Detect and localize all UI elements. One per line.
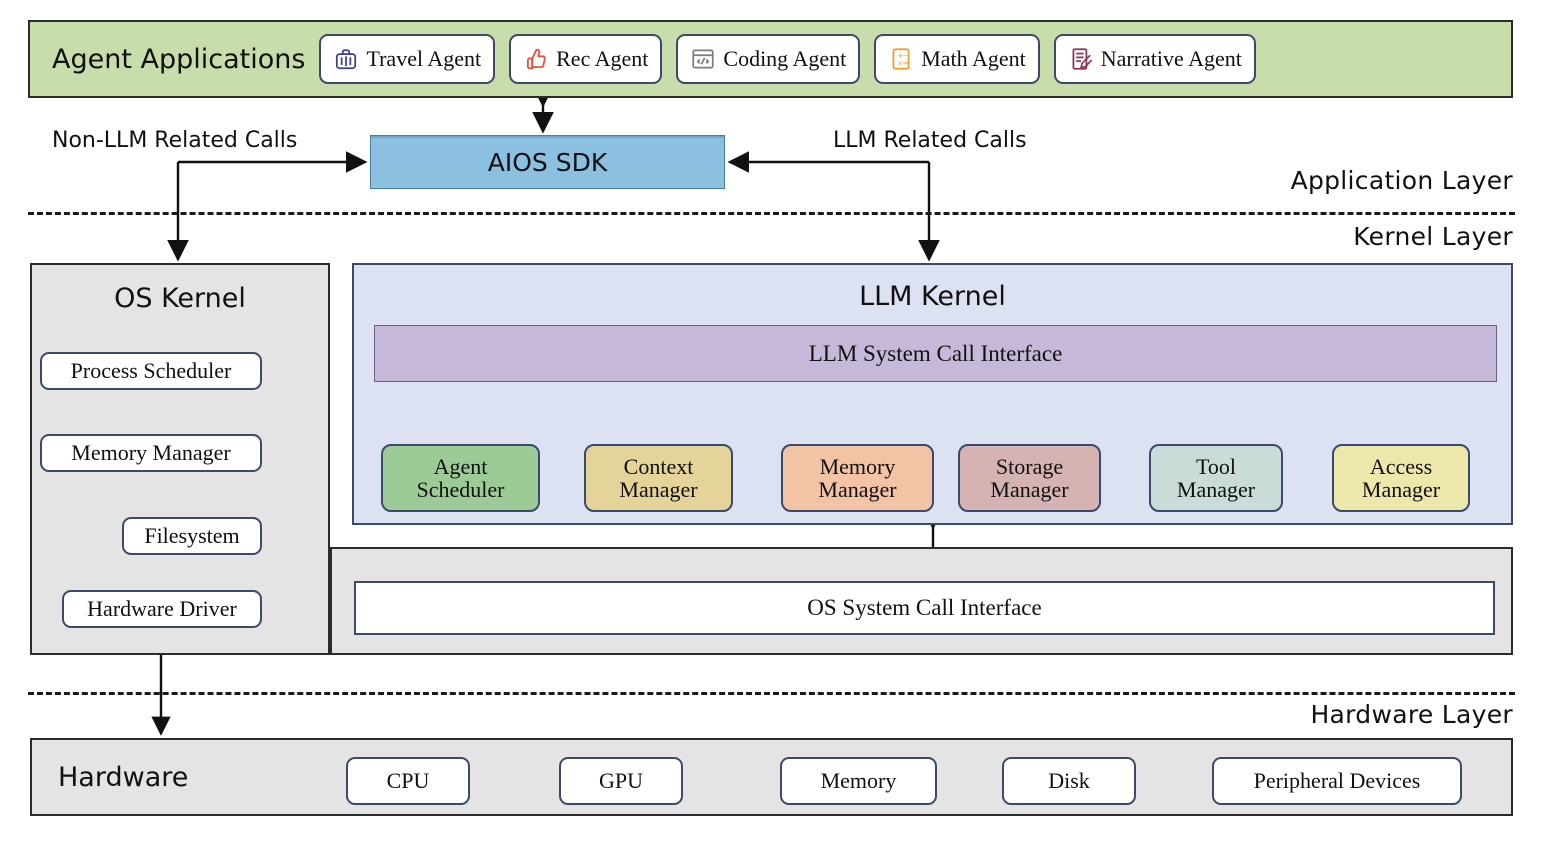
manager-label-line2: Scheduler [416,477,505,502]
agent-chip-label: Narrative Agent [1100,46,1242,71]
agent-chip-label: Math Agent [921,46,1026,71]
document-pen-icon [1072,48,1092,70]
manager-memory-manager[interactable]: Memory Manager [781,444,934,512]
agent-chip-travel[interactable]: Travel Agent [319,34,496,84]
kernel-hardware-divider [28,692,1515,695]
hardware-panel: Hardware CPU GPU Memory Disk Peripheral … [30,738,1513,816]
hardware-component-cpu[interactable]: CPU [346,757,470,805]
os-kernel-panel: OS Kernel Process Scheduler Memory Manag… [30,263,330,655]
manager-tool-manager[interactable]: Tool Manager [1149,444,1283,512]
llm-kernel-title: LLM Kernel [859,281,1006,312]
os-component-filesystem[interactable]: Filesystem [122,517,262,555]
manager-label-line1: Access [1369,453,1433,479]
manager-label-line1: Memory [819,453,896,479]
manager-label-line2: Manager [990,477,1069,502]
hardware-component-gpu[interactable]: GPU [559,757,683,805]
aios-sdk-box[interactable]: AIOS SDK [370,135,725,189]
svg-text:+: + [898,51,904,60]
agent-chip-label: Rec Agent [556,46,649,71]
manager-label-line1: Storage [995,453,1064,479]
manager-agent-scheduler[interactable]: Agent Scheduler [381,444,540,512]
thumbs-up-icon [527,48,546,70]
llm-calls-label: LLM Related Calls [833,128,1027,153]
llm-kernel-panel: LLM Kernel LLM System Call Interface Age… [352,263,1513,525]
manager-label-line2: Manager [1361,477,1441,502]
manager-label-line2: Manager [818,477,897,502]
manager-label-line1: Tool [1195,453,1236,479]
calculator-icon: + − × = [892,48,910,70]
llm-system-call-interface[interactable]: LLM System Call Interface [374,325,1497,382]
agent-chip-narrative[interactable]: Narrative Agent [1053,34,1256,84]
code-window-icon [692,49,715,69]
agent-applications-title: Agent Applications [52,43,306,75]
manager-context-manager[interactable]: Context Manager [584,444,733,512]
manager-label-line2: Manager [619,477,698,502]
hardware-component-disk[interactable]: Disk [1002,757,1136,805]
manager-label-line2: Manager [1176,477,1256,502]
manager-label-line1: Agent [433,453,488,479]
os-component-hardware-driver[interactable]: Hardware Driver [62,590,262,628]
agent-applications-panel: Agent Applications Travel Agent Rec Agen… [28,20,1513,98]
hardware-component-memory[interactable]: Memory [780,757,937,805]
manager-label-line1: Context [623,453,694,479]
suitcase-icon [336,49,357,70]
svg-text:×: × [898,59,904,68]
svg-text:=: = [903,59,909,68]
manager-access-manager[interactable]: Access Manager [1332,444,1470,512]
hardware-layer-label: Hardware Layer [1310,700,1513,729]
os-kernel-title: OS Kernel [114,283,246,314]
os-component-memory-manager[interactable]: Memory Manager [40,434,262,472]
agent-chip-rec[interactable]: Rec Agent [509,34,663,84]
os-component-process-scheduler[interactable]: Process Scheduler [40,352,262,390]
hardware-title: Hardware [58,761,189,793]
agent-chip-math[interactable]: + − × = Math Agent [874,34,1040,84]
agent-chip-coding[interactable]: Coding Agent [676,34,861,84]
non-llm-calls-label: Non-LLM Related Calls [52,128,298,153]
application-kernel-divider [28,212,1515,215]
os-syscall-panel: OS System Call Interface [330,547,1513,655]
application-layer-label: Application Layer [1290,166,1513,195]
agent-chip-label: Travel Agent [366,46,482,71]
manager-storage-manager[interactable]: Storage Manager [958,444,1101,512]
agent-chip-label: Coding Agent [723,46,847,71]
svg-text:−: − [903,51,909,60]
os-system-call-interface[interactable]: OS System Call Interface [354,581,1495,635]
hardware-component-peripheral-devices[interactable]: Peripheral Devices [1212,757,1462,805]
kernel-layer-label: Kernel Layer [1353,222,1513,251]
